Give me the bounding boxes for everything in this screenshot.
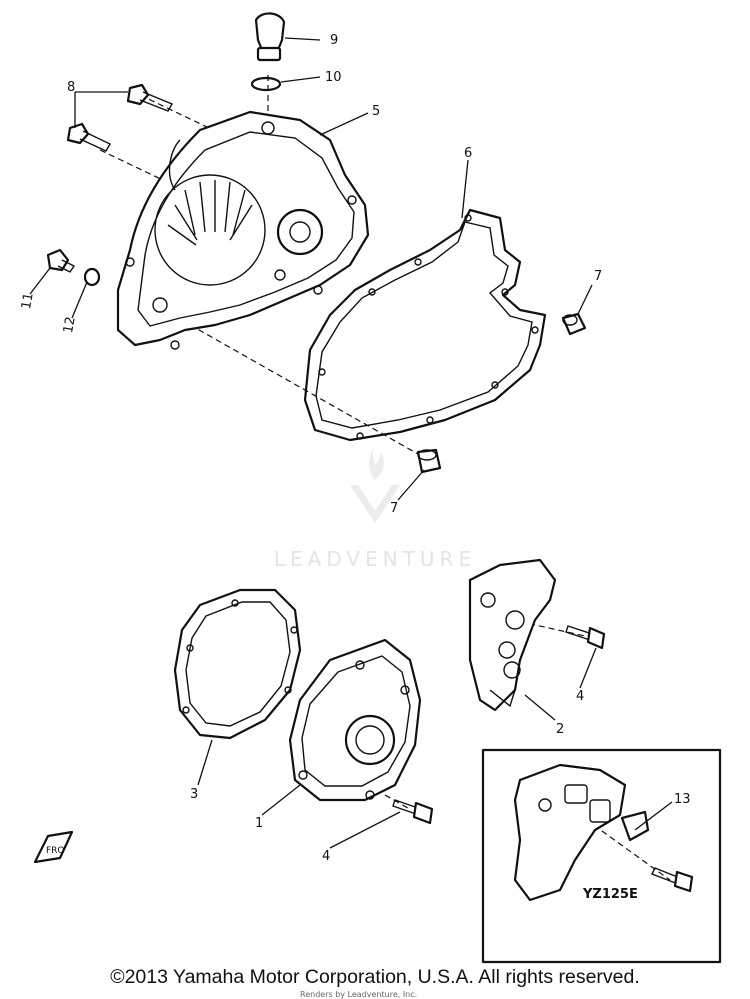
bracket-2 [468,558,557,712]
bolts-8 [66,83,174,152]
bolt-11 [46,248,76,273]
part-number-4a: 4 [576,689,584,704]
inset-label: YZ125E [582,887,638,902]
part-number-labels: 9 10 5 8 6 7 7 11 12 2 4 3 1 4 13 [19,33,690,864]
leader-lines [29,37,673,849]
bolt-4b [392,799,434,825]
cover-1 [288,638,422,802]
part-number-9: 9 [330,33,338,48]
washer-12 [83,267,101,287]
front-marker: FRO [33,830,74,864]
part-number-7a: 7 [594,269,602,284]
dowel-pin-7b [416,448,442,474]
bolt-4a [565,625,606,650]
part-number-3: 3 [190,787,198,802]
part-number-7b: 7 [390,501,398,516]
watermark-text: LEADVENTURE [274,547,476,571]
part-number-8: 8 [67,80,75,95]
renders-credit: Renders by Leadventure, Inc. [300,990,418,999]
dowel-pin-7a [561,312,587,336]
part-number-12: 12 [61,316,79,335]
front-marker-text: FRO [46,846,65,856]
crankcase-cover-5 [116,110,370,350]
part-number-10: 10 [325,70,342,85]
leadventure-watermark: LEADVENTURE [274,445,476,571]
plug-9 [254,12,286,62]
part-number-6: 6 [464,146,472,161]
part-number-1: 1 [255,816,263,831]
copyright-notice: ©2013 Yamaha Motor Corporation, U.S.A. A… [110,966,640,988]
o-ring-10 [250,76,282,92]
part-number-2: 2 [556,722,564,737]
gasket-6 [303,208,547,442]
inset-yz125e: YZ125E [481,748,722,964]
part-number-13: 13 [674,792,691,807]
part-number-5: 5 [372,104,380,119]
part-number-11: 11 [19,292,37,311]
gasket-3 [173,588,302,740]
part-number-4b: 4 [322,849,330,864]
